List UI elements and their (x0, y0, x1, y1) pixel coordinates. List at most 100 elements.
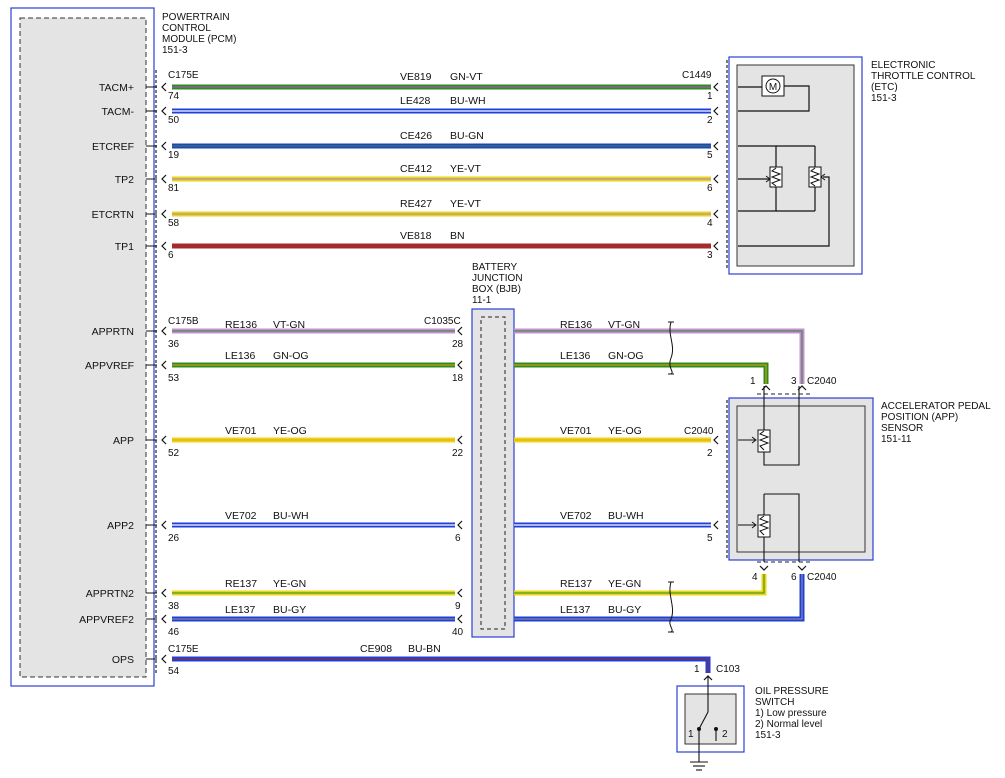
app-pin: 2 (707, 448, 713, 459)
signal-label-apprtn2: APPRTN2 (86, 588, 134, 600)
wire-circuit: RE136 (560, 319, 592, 331)
pcm-pin: 74 (168, 91, 180, 102)
pcm-pin: 53 (168, 373, 180, 384)
signal-label-tacm-plus: TACM+ (99, 82, 134, 94)
pcm-pin: 19 (168, 150, 180, 161)
pcm-title-line4: 151-3 (162, 45, 188, 56)
twisted-pair-markers (668, 321, 674, 633)
wire-circuit: RE136 (225, 319, 257, 331)
connector-c1449: C1449 (682, 70, 712, 81)
wire-color: VT-GN (273, 319, 305, 331)
pcm-pin: 52 (168, 448, 180, 459)
etc-title-line2: THROTTLE CONTROL (871, 71, 976, 82)
wire-circuit: LE137 (225, 604, 256, 616)
signal-label-app: APP (113, 435, 134, 447)
ops-title-line4: 2) Normal level (755, 719, 822, 730)
wire-color: BU-GY (608, 604, 641, 616)
pcm-pin: 6 (168, 250, 174, 261)
ops-title-line5: 151-3 (755, 730, 781, 741)
ops-pin: 1 (694, 664, 700, 675)
wire-color: YE-VT (450, 163, 482, 175)
bjb-title-line1: BATTERY (472, 262, 518, 273)
bjb-pin: 22 (452, 448, 464, 459)
wire-circuit: LE136 (225, 350, 256, 362)
pcm-pin: 38 (168, 601, 180, 612)
bjb-pin: 6 (455, 533, 461, 544)
signal-label-etcref: ETCREF (92, 141, 134, 153)
signal-label-ops: OPS (112, 654, 134, 666)
bjb-pin: 40 (452, 627, 464, 638)
wire-circuit: CE426 (400, 130, 432, 142)
etc-pin: 1 (707, 91, 713, 102)
wire-color: YE-GN (608, 578, 641, 590)
connector-c175e-bottom: C175E (168, 644, 199, 655)
signal-label-appvref2: APPVREF2 (79, 614, 134, 626)
pcm-pin: 26 (168, 533, 180, 544)
wire-color: GN-OG (608, 350, 644, 362)
wire-circuit: CE412 (400, 163, 432, 175)
bjb-pin: 18 (452, 373, 464, 384)
wire-circuit: RE427 (400, 198, 432, 210)
ops-title-line3: 1) Low pressure (755, 708, 827, 719)
app-pin-6: 6 (791, 572, 797, 583)
pcm-pin: 81 (168, 183, 180, 194)
etc-title-line4: 151-3 (871, 93, 897, 104)
pcm-signal-labels: TACM+ TACM- ETCREF TP2 ETCRTN TP1 APPRTN… (79, 82, 134, 666)
wire-circuit: RE137 (225, 578, 257, 590)
app-wires-right (514, 328, 805, 622)
wire-circuit: CE908 (360, 643, 392, 655)
wire-color: BU-BN (408, 643, 441, 655)
wire-color: YE-VT (450, 198, 482, 210)
app-pin-3: 3 (791, 376, 797, 387)
connector-c2040-top: C2040 (807, 376, 837, 387)
pcm-pin: 54 (168, 666, 180, 677)
ops-title-line1: OIL PRESSURE (755, 686, 829, 697)
signal-label-tacm-minus: TACM- (102, 106, 135, 118)
bjb-pin: 9 (455, 601, 461, 612)
etc-pin: 3 (707, 250, 713, 261)
pcm-pin: 50 (168, 115, 180, 126)
wire-circuit: RE137 (560, 578, 592, 590)
signal-label-tp1: TP1 (115, 241, 134, 253)
pcm-pin: 58 (168, 218, 180, 229)
app-pin-1: 1 (750, 376, 756, 387)
wire-circuit: VE819 (400, 71, 432, 83)
connector-c1035c: C1035C (424, 316, 461, 327)
app-sensor-potentiometer-2-icon (751, 514, 771, 538)
wire-circuit: LE137 (560, 604, 591, 616)
bjb-pin: 28 (452, 339, 464, 350)
pcm-title-line3: MODULE (PCM) (162, 34, 236, 45)
pcm-title-line1: POWERTRAIN (162, 12, 230, 23)
connector-c2040-bottom: C2040 (807, 572, 837, 583)
signal-label-tp2: TP2 (115, 174, 134, 186)
wire-circuit: VE701 (225, 425, 257, 437)
wire-circuit: VE701 (560, 425, 592, 437)
connector-c175e-top: C175E (168, 70, 199, 81)
wire-color: BU-GN (450, 130, 484, 142)
potentiometer-1-icon (762, 166, 783, 188)
app-title-line2: POSITION (APP) (881, 412, 958, 423)
ops-position-2: 2 (722, 729, 728, 740)
signal-label-app2: APP2 (107, 520, 134, 532)
connector-arrows (161, 82, 807, 681)
etc-wires (172, 84, 711, 249)
wire-circuit: LE136 (560, 350, 591, 362)
pcm-title-line2: CONTROL (162, 23, 211, 34)
motor-label: M (769, 82, 777, 93)
etc-pin: 6 (707, 183, 713, 194)
wire-color: GN-OG (273, 350, 309, 362)
pcm-pin: 36 (168, 339, 180, 350)
pcm-module: POWERTRAIN CONTROL MODULE (PCM) 151-3 (10, 7, 236, 687)
etc-title-line3: (ETC) (871, 82, 898, 93)
app-sensor-potentiometer-1-icon (751, 429, 771, 453)
wire-color: YE-GN (273, 578, 306, 590)
app-title-line4: 151-11 (881, 434, 912, 445)
wire-color: BN (450, 230, 465, 242)
wire-circuit: VE702 (225, 510, 257, 522)
motor-icon: M (738, 75, 810, 112)
app-wire-labels: C175B C1035C RE136 VT-GN RE136 VT-GN 36 … (168, 316, 837, 638)
app-pin: 5 (707, 533, 713, 544)
app-wires-left (172, 328, 455, 622)
etc-wire-labels: C175E C1449 VE819 GN-VT 74 1 LE428 BU-WH… (168, 70, 713, 261)
